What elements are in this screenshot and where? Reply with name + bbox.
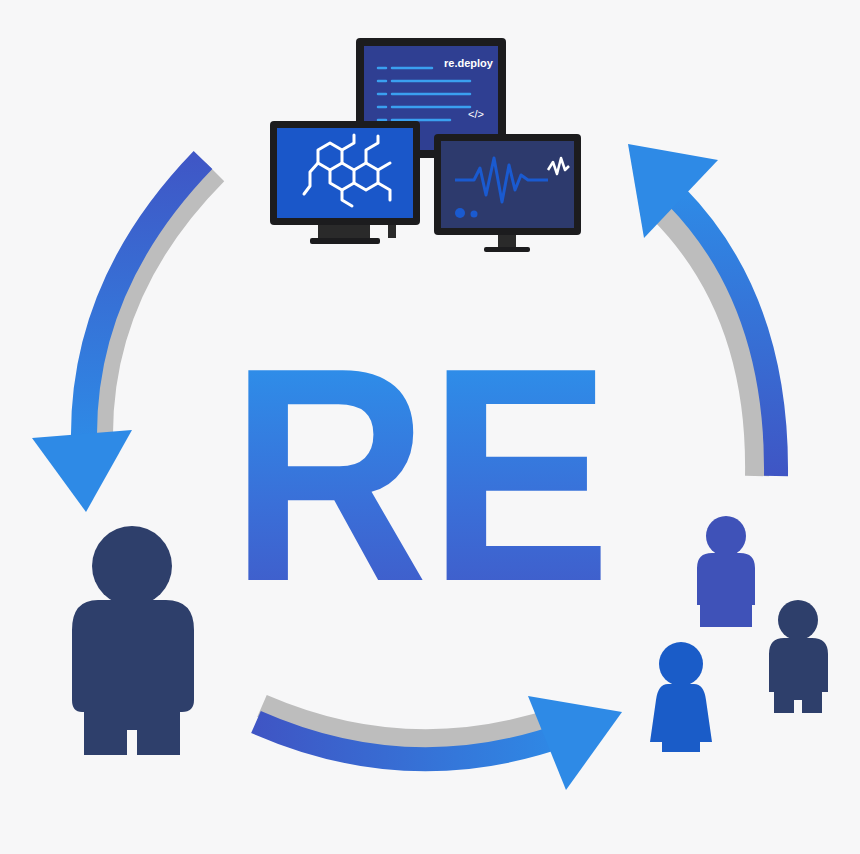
arrow-shaft	[256, 722, 566, 759]
person-figure	[769, 600, 828, 713]
code-symbol: </>	[468, 108, 484, 120]
cycle-arrow	[256, 696, 622, 790]
monitor	[434, 134, 581, 252]
monitor-base	[310, 238, 380, 244]
monitor	[270, 121, 420, 244]
arrow-shaft	[676, 196, 776, 476]
waveform	[455, 158, 548, 202]
cycle-arrow	[32, 160, 215, 512]
arrow-head	[32, 430, 132, 512]
monitor-bezel	[434, 134, 581, 235]
indicator-dot	[455, 208, 465, 218]
monitor-screen-node: re.deploy </>	[364, 46, 498, 150]
arrow-shaft	[84, 160, 203, 440]
center-logo-text: RE	[230, 322, 611, 627]
screen-title: re.deploy	[444, 57, 493, 69]
waveform-mark	[548, 158, 569, 174]
person-figure	[650, 642, 712, 752]
person-figure	[697, 516, 755, 627]
code-lines	[378, 68, 470, 120]
monitor-bezel	[270, 121, 420, 225]
arrow-head	[528, 696, 622, 790]
person-figure	[72, 526, 194, 755]
people-group	[650, 516, 828, 752]
monitor-screen	[441, 141, 574, 228]
monitor-screen	[277, 128, 413, 218]
arrow-head	[628, 144, 718, 238]
monitor-stand	[498, 234, 516, 248]
molecule-icon	[304, 135, 390, 206]
monitor-base	[484, 247, 530, 252]
indicator-dot	[471, 211, 478, 218]
cycle-arrow	[628, 144, 776, 476]
